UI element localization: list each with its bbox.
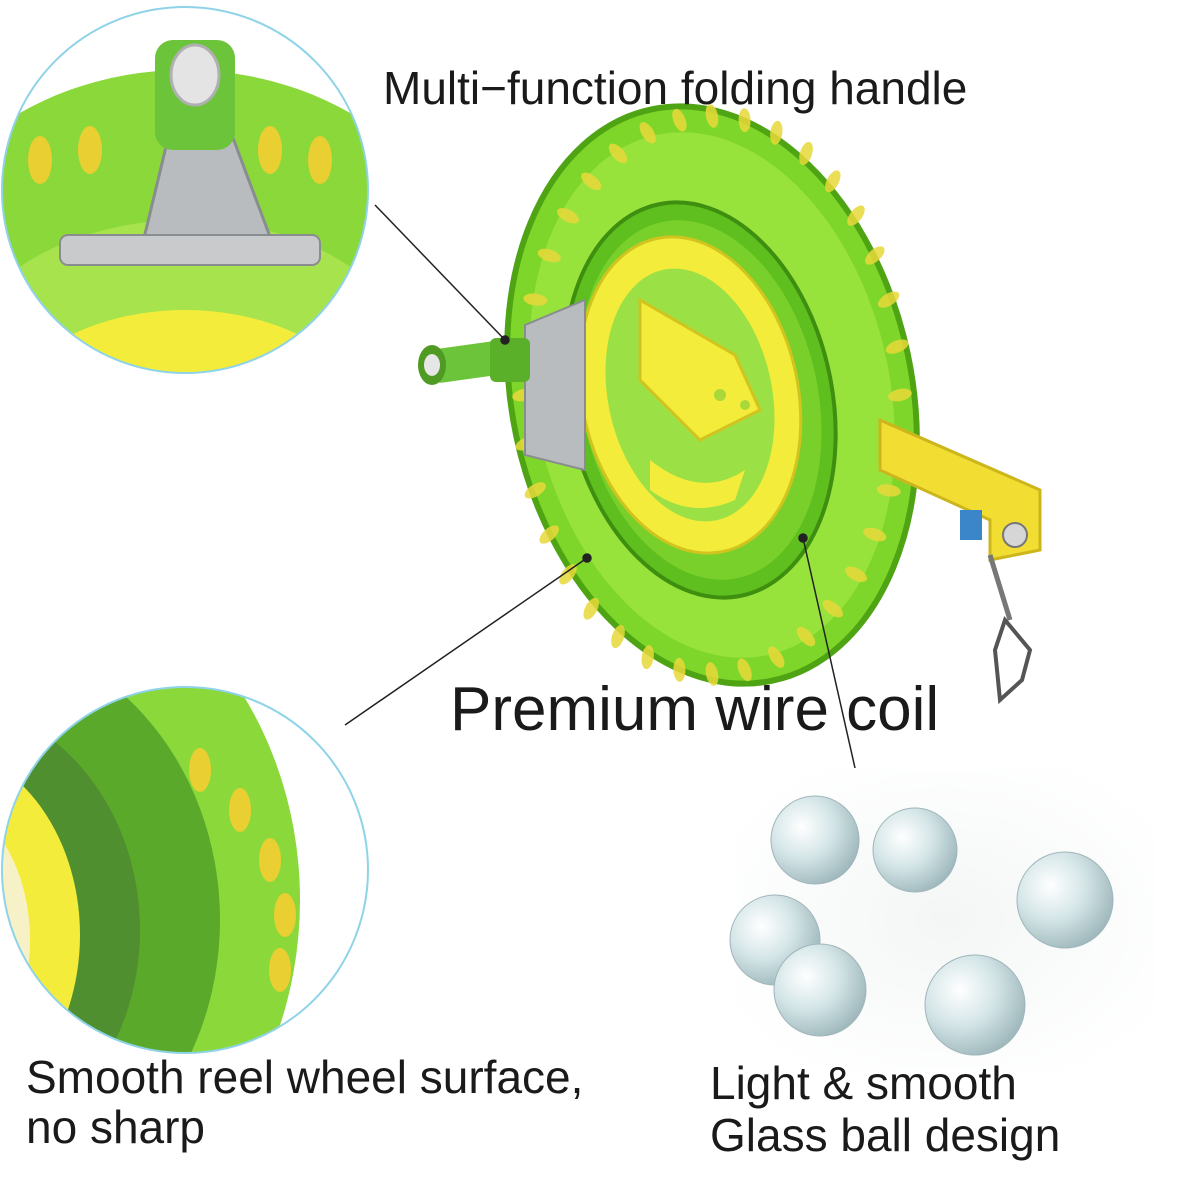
reel-slot <box>673 657 686 682</box>
reel-slot <box>705 662 719 686</box>
reel-slot <box>885 339 909 354</box>
reel-slot <box>768 646 785 668</box>
reel-slot <box>738 108 751 133</box>
reel-slot <box>559 564 577 585</box>
folding-handle-knob <box>418 338 530 385</box>
label-folding-handle: Multi−function folding handle <box>383 62 968 114</box>
reel-slot <box>865 246 885 265</box>
reel-slot <box>581 172 602 191</box>
line-swivel-clip <box>960 510 1033 705</box>
reel-slot <box>799 141 813 165</box>
pointer-lines <box>344 204 856 769</box>
reel-slot <box>825 170 841 193</box>
reel-slot <box>796 626 816 647</box>
reel-slot <box>523 293 548 306</box>
reel-slot <box>888 388 912 402</box>
glass-ball <box>1016 851 1114 949</box>
reel-slot <box>845 566 867 583</box>
reel-slot <box>641 645 654 670</box>
handle-bracket <box>524 298 586 472</box>
label-smooth-surface: Smooth reel wheel surface, no sharp <box>26 1051 584 1153</box>
glass-balls-photo <box>729 770 1155 1070</box>
reel-slot <box>557 207 579 224</box>
reel-slot <box>705 104 719 128</box>
reel-slot <box>583 597 599 620</box>
reel-slot <box>537 248 561 263</box>
glass-ball <box>770 795 860 885</box>
reel-slot <box>672 108 687 132</box>
glass-ball <box>872 807 958 893</box>
reel-rim-slots <box>512 104 912 686</box>
reel-slot <box>611 625 625 649</box>
reel-slot <box>863 527 887 542</box>
zoom-circle-handle <box>1 6 369 374</box>
reel-slot <box>539 525 559 544</box>
glass-ball <box>924 954 1026 1056</box>
reel-slot <box>847 205 865 226</box>
kite-reel <box>418 103 1042 705</box>
reel-slot <box>608 143 628 164</box>
glass-ball <box>773 943 867 1037</box>
label-wire-coil: Premium wire coil <box>450 675 940 744</box>
reel-slot <box>878 291 900 308</box>
reel-slot <box>639 122 656 144</box>
reel-slot <box>737 658 752 682</box>
reel-slot <box>822 599 843 618</box>
reel-slot <box>770 120 783 145</box>
reel-slot <box>524 482 546 499</box>
reel-slot <box>876 484 901 497</box>
label-glass-ball: Light & smooth Glass ball design <box>710 1057 1061 1161</box>
